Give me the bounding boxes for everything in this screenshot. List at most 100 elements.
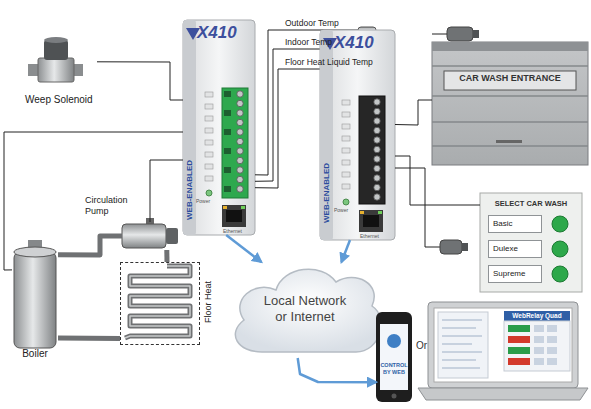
laptop-part xyxy=(438,312,488,378)
temp-sensor: Floor Heat Liquid Temp xyxy=(283,58,378,72)
car-wash-door-part xyxy=(432,121,588,123)
laptop-part-part xyxy=(547,325,557,332)
pipe xyxy=(164,250,169,262)
laptop-part xyxy=(418,388,588,400)
car-wash-door-part xyxy=(473,30,479,38)
pipe xyxy=(58,336,120,341)
select-panel-part xyxy=(552,216,568,232)
x410-module-right-part xyxy=(343,199,349,205)
x410-module-left-part-part xyxy=(237,138,243,144)
x410-module-left-part-part xyxy=(224,129,231,135)
button-label: Basic xyxy=(488,215,542,233)
x410-module-left-part-part xyxy=(224,110,231,116)
laptop-part-part xyxy=(534,336,544,343)
car-wash-door-part xyxy=(432,34,447,35)
laptop-part-part xyxy=(442,352,482,353)
x410-module-left-part-part xyxy=(224,186,231,192)
weep-solenoid-icon-part xyxy=(38,58,74,82)
floor-heat-coil xyxy=(125,266,190,338)
laptop-part-part xyxy=(534,358,544,365)
smartphone-part xyxy=(376,312,412,402)
x410-module-right-part xyxy=(374,99,380,200)
x410-module-left-part-part xyxy=(224,148,231,154)
x410-module-left-part-part xyxy=(237,119,243,125)
wire xyxy=(255,30,283,175)
network-arrow xyxy=(226,235,261,262)
circulation-pump-icon-part xyxy=(122,224,166,248)
x410-module-right-part-part xyxy=(374,156,380,162)
x410-module-right-part xyxy=(342,100,350,189)
node-text: Weep Solenoid xyxy=(25,94,93,106)
car-wash-door-part xyxy=(444,71,576,90)
laptop-part-part xyxy=(547,347,557,354)
x410-module-left-part-part xyxy=(205,152,213,157)
wire xyxy=(97,62,183,100)
motor-actuator-part xyxy=(440,240,462,254)
wire xyxy=(4,132,183,270)
laptop-part-part xyxy=(442,336,482,337)
smartphone-part xyxy=(380,324,408,390)
weep-solenoid-icon xyxy=(28,37,83,82)
boiler-icon xyxy=(14,240,56,348)
x410-module-left-part-part xyxy=(237,129,243,135)
part-label: Power xyxy=(334,207,348,213)
selector-panel: SELECT CAR WASHBasicDulexeSupreme xyxy=(480,193,582,292)
floor-heat-coil-part xyxy=(125,266,190,338)
laptop-part xyxy=(508,336,530,343)
boiler-icon-part xyxy=(14,252,56,348)
node-text: Basic xyxy=(493,219,513,229)
motor-actuator xyxy=(395,168,468,254)
node-text: WEB-ENABLED xyxy=(322,163,332,223)
x410-module-left-part xyxy=(223,206,227,209)
node-text: X410 xyxy=(334,33,374,53)
smartphone-part xyxy=(392,394,397,399)
part-label: Or xyxy=(416,340,427,352)
x410-module-left-part-part xyxy=(237,100,243,106)
smartphone xyxy=(376,312,412,402)
solenoid-valve: Weep Solenoid xyxy=(25,38,97,106)
x410-module-right-part-part xyxy=(342,100,350,105)
x410-module-left-part-part xyxy=(237,186,243,192)
x410-module-right-part-part xyxy=(374,146,380,152)
node-text: Floor Heat xyxy=(203,281,214,323)
x410-module-right-part xyxy=(363,215,379,227)
node-text: Dulexe xyxy=(493,244,518,254)
x410-module-left-part xyxy=(183,20,196,235)
car-wash-door xyxy=(432,27,588,165)
node-text: CONTROL BY WEB xyxy=(380,362,408,375)
x410-module-left-part-part xyxy=(237,110,243,116)
wire xyxy=(395,156,480,205)
part-label: Power xyxy=(196,198,210,204)
boiler: Boiler xyxy=(12,243,58,360)
wire xyxy=(255,69,283,188)
laptop-part-part xyxy=(442,320,482,321)
select-panel xyxy=(480,193,582,292)
x410-module-left-part-part xyxy=(237,148,243,154)
x410-module-right-part-part xyxy=(374,184,380,190)
x410-module-left-part xyxy=(241,206,245,209)
node-text: Supreme xyxy=(493,269,525,279)
x410-module-left-part-part xyxy=(237,91,243,97)
circulation-pump-icon xyxy=(122,218,178,248)
x410-module-right-part-part xyxy=(374,108,380,114)
wire xyxy=(395,100,432,125)
pump: Circulation Pump xyxy=(122,222,178,250)
x410-module-right-part xyxy=(359,96,385,204)
x410-module: X410WEB-ENABLED xyxy=(320,30,395,240)
laptop-part xyxy=(428,302,578,388)
x410-module-left-part-part xyxy=(237,157,243,163)
x410-module-right-part-part xyxy=(374,175,380,181)
x410-module-right-part-part xyxy=(342,184,350,189)
laptop-part-part xyxy=(547,358,557,365)
circulation-pump-icon-part xyxy=(166,228,178,244)
car-wash-door-part xyxy=(432,42,588,51)
smartphone: CONTROL BY WEB xyxy=(376,312,412,402)
laptop-part xyxy=(504,311,570,321)
weep-solenoid-icon-part xyxy=(44,37,68,43)
x410-module-left-part xyxy=(226,210,242,222)
laptop xyxy=(418,302,588,400)
network-cloud: Local Network or Internet xyxy=(232,262,378,358)
x410-module-left-part xyxy=(224,91,231,192)
x410-module-left-part-part xyxy=(224,167,231,173)
